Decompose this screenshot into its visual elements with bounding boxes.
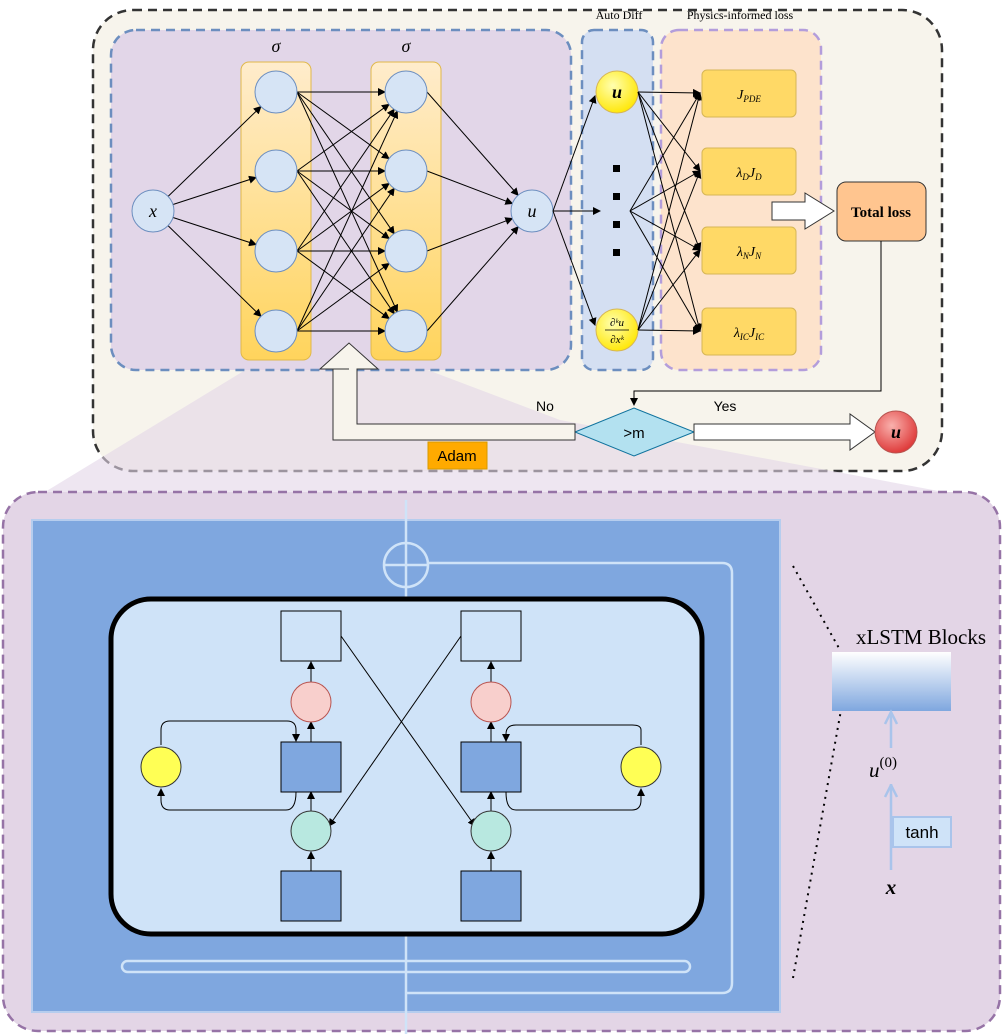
hidden-node-2-4 [384,309,428,353]
adam-label: Adam [437,448,476,465]
cell-gates [140,681,662,852]
autodiff-u-label: u [612,82,622,102]
total-loss-label: Total loss [851,205,911,221]
output-node-label: u [528,201,537,221]
tanh-box [892,816,952,848]
xlstm-blocks-box [832,652,951,711]
result-node-label: u [891,422,901,442]
x-input-label: x [885,875,897,899]
nn-nodes [254,70,428,353]
sigma-label-2: σ [402,36,412,56]
autodiff-title: Auto Diff [596,8,643,22]
hidden-node-2-2 [384,149,428,193]
adam-badge [427,441,488,470]
to-total-loss-arrow [771,192,835,230]
hidden-layer-1 [240,61,312,361]
physics-loss-title: Physics-informed loss [687,8,794,22]
derivative-denominator: ∂xᵏ [610,334,624,346]
sigma-label-1: σ [272,36,282,56]
hidden-node-2-1 [384,70,428,114]
loss-boxes: JPDE λDJD λNJN λICJIC [701,69,797,356]
xlstm-blocks-label: xLSTM Blocks [856,625,986,649]
yes-arrow [693,413,876,451]
tanh-label: tanh [905,823,938,842]
u0-label: u(0) [869,755,897,782]
loss-term-3: λNJN [701,226,797,275]
derivative-numerator: ∂ᵏu [610,317,625,329]
hidden-node-2-3 [384,229,428,273]
xlstm-cell [108,596,705,937]
residual-lines [120,500,734,1034]
hidden-node-1-2 [254,149,298,193]
svg-text:λNJN: λNJN [736,245,762,261]
loss-term-4: λICJIC [701,307,797,356]
hidden-node-1-4 [254,309,298,353]
decision-label: >m [623,425,644,442]
svg-text:λICJIC: λICJIC [733,326,765,342]
loss-connections [629,88,703,335]
no-label: No [536,398,554,414]
hidden-node-1-3 [254,229,298,273]
loss-term-2: λDJD [701,147,797,196]
yes-label: Yes [714,398,737,414]
cell-internals [157,635,645,871]
zoom-projection [40,338,960,495]
input-node [131,189,175,233]
input-node-label: x [148,201,157,221]
loss-term-1: JPDE [701,69,797,118]
svg-text:λDJD: λDJD [735,166,762,182]
svg-text:JPDE: JPDE [737,88,761,104]
hidden-node-1-1 [254,70,298,114]
cell-boxes [280,610,522,922]
no-feedback-arrow [318,342,576,441]
autodiff-ellipsis [613,165,620,256]
result-node [874,410,918,454]
hidden-layer-2 [370,61,442,361]
nn-connections [152,88,519,335]
